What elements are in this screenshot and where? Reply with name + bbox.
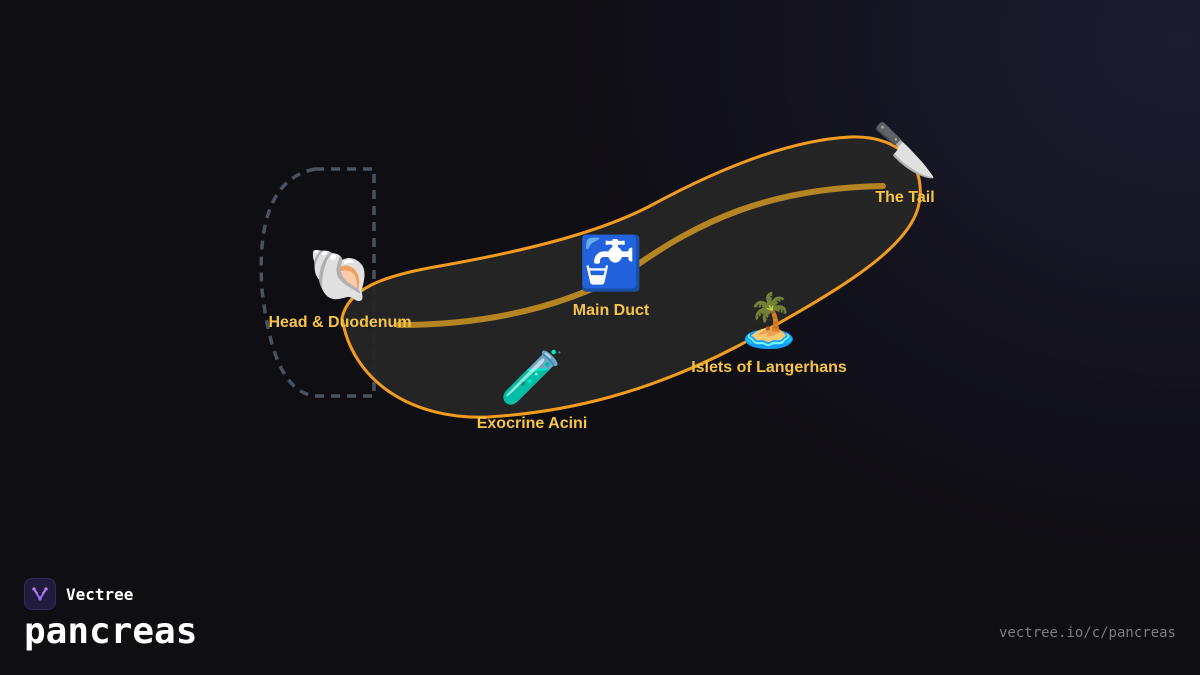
label-head-duodenum: Head & Duodenum [268,314,412,331]
label-islets-of-langerhans: Islets of Langerhans [691,359,847,376]
brand[interactable]: Vectree [24,577,133,611]
duodenum-outline [259,167,376,398]
desert-island-icon: 🏝️ [736,291,802,351]
spiral-shell-icon: 🐚 [307,246,373,306]
pancreas-body [340,135,922,419]
page-url[interactable]: vectree.io/c/pancreas [998,625,1176,641]
kitchen-knife-icon: 🔪 [872,121,938,181]
brand-name: Vectree [66,584,134,604]
label-main-duct: Main Duct [572,302,650,319]
main-duct-path [395,183,886,328]
test-tube-icon: 🧪 [499,348,565,408]
potable-water-icon: 🚰 [578,234,644,294]
label-the-tail: The Tail [875,189,935,206]
page-title: pancreas [24,611,198,652]
vectree-logo-icon [24,578,56,610]
label-exocrine-acini: Exocrine Acini [476,415,588,432]
